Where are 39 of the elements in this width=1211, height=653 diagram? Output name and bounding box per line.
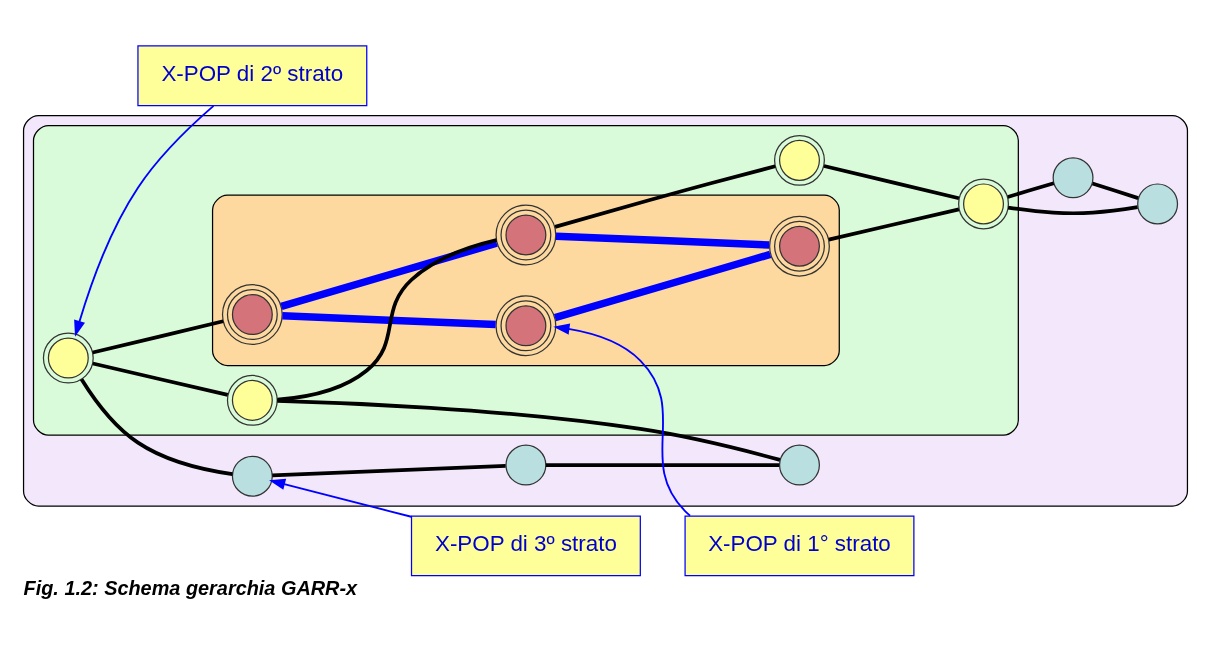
node-circle [769, 215, 830, 277]
node-circle [1052, 156, 1094, 198]
connector [79, 377, 233, 476]
connector [277, 398, 781, 462]
connector [553, 250, 772, 321]
arrow [553, 322, 691, 517]
connector [828, 207, 960, 241]
connector [272, 463, 506, 477]
caption: Fig. 1.2: Schema gerarchia GARR-x [23, 576, 358, 599]
node-circle [231, 455, 273, 497]
node-box: X-POP di 2º strato [137, 44, 368, 106]
node-box: X-POP di 3º strato [410, 514, 641, 576]
node-circle [774, 134, 825, 186]
cluster [22, 114, 1189, 507]
node-circle [221, 283, 283, 345]
node-circle [505, 444, 547, 486]
connector [1091, 181, 1139, 200]
node-circle [778, 444, 820, 486]
connector [545, 462, 780, 467]
arrow [269, 478, 413, 518]
connector [1007, 180, 1055, 199]
connector [280, 239, 498, 310]
node-circle [1137, 182, 1179, 224]
connector [554, 164, 776, 229]
cluster [211, 194, 840, 366]
cluster [32, 124, 1019, 436]
node-circle [958, 177, 1009, 229]
connector [92, 361, 229, 397]
arrow [74, 104, 215, 337]
connector [823, 163, 960, 200]
connector [1007, 204, 1138, 215]
node-box: X-POP di 1° strato [684, 514, 915, 576]
connector [92, 318, 224, 354]
node-circle [226, 374, 278, 426]
connector [555, 231, 770, 249]
node-circle [42, 332, 94, 384]
connector [277, 237, 497, 402]
node-circle [495, 204, 557, 265]
node-circle [495, 294, 557, 356]
